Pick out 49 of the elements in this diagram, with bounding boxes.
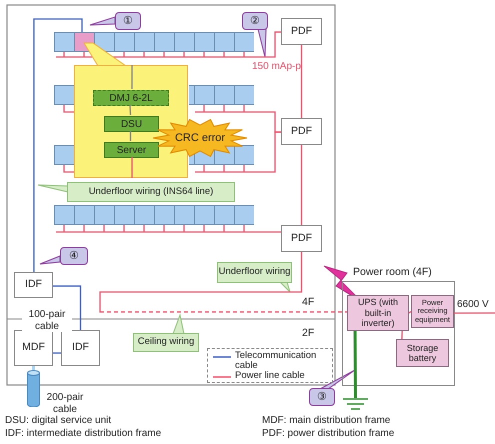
note-callout: Underfloor wiring (INS64 line) — [67, 182, 235, 202]
device-box: Server — [104, 142, 159, 158]
cable-line — [401, 330, 403, 340]
room-title: Power room (4F) — [353, 267, 432, 279]
cable-line — [300, 145, 302, 225]
cable-line — [131, 65, 133, 89]
cable-line — [408, 310, 412, 314]
cable-line — [300, 45, 302, 118]
cable-line — [53, 285, 82, 330]
distribution-frame-box: PDF — [281, 18, 322, 45]
abbreviation-note: DSU: digital service unit — [5, 415, 112, 426]
abbreviation-note: IDF: intermediate distribution frame — [5, 428, 162, 439]
legend-text: Telecommunication cable — [235, 351, 318, 372]
cable-line — [99, 252, 347, 313]
cable-line — [131, 157, 133, 178]
distribution-frame-box: PDF — [281, 118, 322, 145]
distribution-frame-box: PDF — [281, 225, 322, 252]
cable-line — [55, 31, 282, 58]
cable-line — [33, 18, 83, 272]
cable-line — [63, 105, 74, 113]
ground-wire — [354, 330, 357, 398]
floor-label: 4F — [302, 296, 314, 308]
abbreviation-note: PDF: power distribution frame — [262, 428, 394, 439]
device-box: DSU — [104, 116, 159, 132]
distribution-frame-box: MDF — [14, 330, 53, 366]
cable-line — [129, 104, 132, 116]
distribution-frame-box: IDF — [61, 330, 100, 366]
power-reading: 150 mAp-p — [252, 61, 301, 72]
cable-line — [194, 131, 282, 173]
legend-text: Power line cable — [235, 371, 306, 382]
cable-line — [32, 366, 35, 370]
distribution-frame-box: IDF — [14, 272, 53, 298]
voltage-label: 6600 V — [457, 299, 495, 313]
cable-line — [55, 224, 282, 233]
cable-line — [454, 312, 495, 314]
equipment-box: Storage battery — [396, 339, 449, 367]
equipment-box: UPS (with built-in inverter) — [347, 295, 409, 331]
cable-line — [130, 131, 132, 141]
cable-label: 100-pair cable — [22, 309, 72, 332]
jack-box: DMJ 6-2L — [93, 90, 169, 106]
error-label: CRC error — [174, 132, 226, 144]
cable-line — [63, 165, 74, 173]
floor-label: 2F — [302, 327, 314, 339]
callout-bubble: ② — [242, 12, 268, 30]
abbreviation-note: MDF: main distribution frame — [262, 415, 390, 426]
callout-bubble: ① — [115, 12, 141, 30]
cable-label: 200-pair cable — [46, 392, 84, 415]
callout-bubble: ③ — [309, 388, 335, 406]
cable-line — [53, 352, 61, 354]
